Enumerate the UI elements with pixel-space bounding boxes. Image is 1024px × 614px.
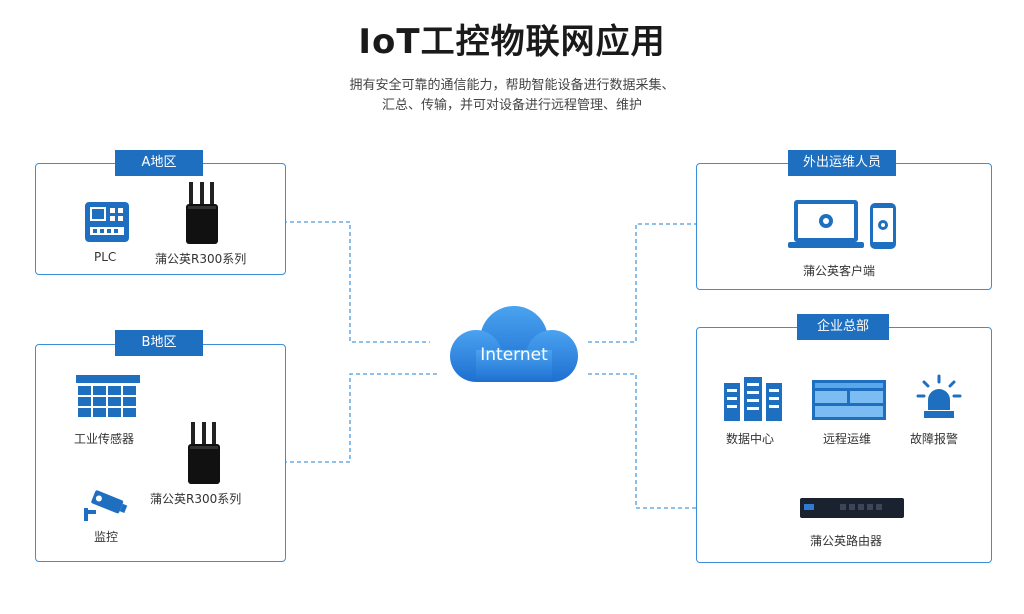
r300-router-b-icon [188, 422, 220, 484]
pgy-router-icon [800, 498, 904, 518]
r300-router-a-label: 蒲公英R300系列 [155, 252, 247, 266]
headquarters-panel [696, 327, 992, 563]
r300-router-b-label: 蒲公英R300系列 [150, 492, 242, 506]
camera-icon [84, 490, 128, 521]
laptop-icon [788, 200, 864, 248]
data-center-icon [724, 377, 782, 421]
headquarters-tab: 企业总部 [797, 314, 889, 340]
subtitle-line-2: 汇总、传输，并可对设备进行远程管理、维护 [381, 98, 642, 113]
internet-label: Internet [480, 345, 548, 365]
remote-ops-icon [812, 380, 886, 420]
subtitle-line-1: 拥有安全可靠的通信能力，帮助智能设备进行数据采集、 [349, 78, 675, 93]
region-a-tab: A地区 [115, 150, 203, 176]
camera-label: 监控 [94, 530, 119, 544]
industrial-sensor-icon [76, 375, 140, 417]
plc-label: PLC [94, 250, 117, 264]
remote-ops-label: 远程运维 [823, 432, 872, 446]
page-title: IoT工控物联网应用 [358, 22, 666, 62]
region-b-panel [35, 344, 286, 562]
line-internet-hq [588, 373, 800, 509]
alarm-label: 故障报警 [910, 432, 959, 446]
industrial-sensor-label: 工业传感器 [74, 432, 135, 446]
plc-icon [85, 202, 129, 242]
phone-icon [870, 203, 896, 249]
region-b-tab: B地区 [115, 330, 203, 356]
alarm-icon [916, 374, 962, 418]
region-a-panel [35, 163, 286, 275]
internet-cloud-icon [450, 306, 578, 382]
pgy-router-label: 蒲公英路由器 [810, 534, 883, 548]
line-internet-ops [588, 223, 730, 343]
data-center-label: 数据中心 [726, 432, 775, 446]
field-ops-tab: 外出运维人员 [788, 150, 896, 176]
r300-router-a-icon [186, 182, 218, 244]
pgy-client-label: 蒲公英客户端 [803, 264, 876, 278]
